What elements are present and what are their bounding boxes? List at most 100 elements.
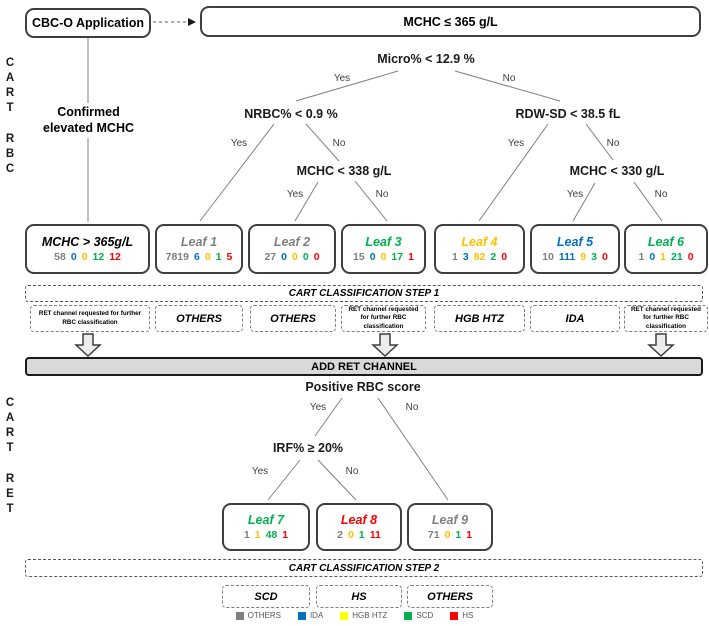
- side-label-cart-ret-cart: CART: [4, 397, 16, 457]
- leaf-title: Leaf 4: [461, 235, 498, 249]
- leaf-value-hgb_htz: 0: [444, 528, 451, 541]
- leaf-value-scd: 3: [591, 250, 597, 263]
- step1-label-2: OTHERS: [155, 305, 243, 332]
- legend-item: IDA: [297, 611, 323, 620]
- side-label-cart-rbc-rbc: RBC: [4, 133, 16, 178]
- legend-label: HGB HTZ: [352, 611, 388, 620]
- edge-label-positive-no: No: [405, 402, 419, 413]
- leaf-value-others: 10: [542, 250, 554, 263]
- dashed-arrow: [153, 18, 196, 26]
- legend-item: HGB HTZ: [340, 611, 387, 620]
- leaf-value-scd: 1: [358, 528, 365, 541]
- side-label-cart-ret-ret: RET: [4, 473, 16, 518]
- step2-label-hs: HS: [316, 585, 402, 608]
- leaf-title: Leaf 3: [365, 235, 402, 249]
- leaf-value-hgb_htz: 1: [254, 528, 261, 541]
- leaf-title: Leaf 5: [556, 235, 594, 249]
- leaf-value-hs: 1: [282, 528, 289, 541]
- legend-label: OTHERS: [247, 611, 281, 620]
- leaf-value-hs: 0: [313, 250, 320, 263]
- legend-swatch: [404, 611, 413, 620]
- leaf-value-ida: 111: [558, 250, 576, 263]
- legend-item: OTHERS: [235, 611, 281, 620]
- leaf-value-others: 15: [353, 250, 365, 263]
- leaf-value-others: 71: [427, 528, 440, 541]
- leaf-value-hgb_htz: 0: [380, 250, 387, 263]
- leaf-value-ida: 0: [281, 250, 287, 263]
- leaf-value-hs: 5: [226, 250, 233, 263]
- leaf-value-hs: 0: [687, 250, 694, 263]
- step1-label-7: RET channel requested for further RBC cl…: [624, 305, 708, 332]
- leaf-value-scd: 17: [391, 250, 404, 263]
- step2-label-scd: SCD: [222, 585, 310, 608]
- node-rdw-sd: RDW-SD < 38.5 fL: [515, 107, 621, 121]
- edge-label-nrbc-yes: Yes: [230, 138, 248, 149]
- step2-label-others: OTHERS: [407, 585, 493, 608]
- node-positive-rbc-score: Positive RBC score: [305, 380, 421, 394]
- add-ret-channel-bar: ADD RET CHANNEL: [25, 357, 703, 376]
- leaf-value-others: 7819: [165, 250, 189, 263]
- leaf-value-hgb_htz: 82: [473, 250, 486, 263]
- leaf-value-hs: 0: [601, 250, 608, 263]
- leaf-title: Leaf 1: [180, 235, 218, 249]
- leaf-title: MCHC > 365g/L: [41, 235, 134, 249]
- tree1-edges: [199, 70, 663, 222]
- leaf-value-ida: 3: [462, 250, 469, 263]
- leaf-value-scd: 48: [265, 528, 278, 541]
- edge-label-338-yes: Yes: [286, 189, 304, 200]
- leaf-value-hgb_htz: 0: [81, 250, 88, 263]
- leaf-value-scd: 1: [215, 250, 222, 263]
- leaf-value-others: 1: [638, 250, 645, 263]
- leaf-value-others: 1: [243, 528, 250, 541]
- leaf-value-ida: 6: [193, 250, 200, 263]
- leaf-value-ida: 0: [70, 250, 77, 263]
- leaf-value-scd: 1: [455, 528, 462, 541]
- leaf-value-scd: 12: [92, 250, 105, 263]
- edge-label-rdw-no: No: [606, 138, 620, 149]
- leaf-title: Leaf 9: [431, 513, 469, 527]
- step1-label-4: RET channel requested for further RBC cl…: [341, 305, 426, 332]
- leaf-value-hs: 0: [501, 250, 508, 263]
- leaf-value-ida: 0: [649, 250, 656, 263]
- step1-label-5: HGB HTZ: [434, 305, 525, 332]
- leaf-value-scd: 2: [490, 250, 497, 263]
- leaf-title: Leaf 7: [247, 513, 285, 527]
- confirmed-elevated-mchc-label: Confirmed elevated MCHC: [38, 105, 139, 137]
- legend-swatch: [297, 611, 306, 620]
- leaf-value-others: 1: [451, 250, 458, 263]
- leaf-value-others: 27: [264, 250, 277, 263]
- edge-label-irf-yes: Yes: [251, 466, 269, 477]
- edge-label-338-no: No: [375, 189, 389, 200]
- leaf-value-hgb_htz: 1: [660, 250, 666, 263]
- leaf-value-hs: 1: [466, 528, 473, 541]
- mchc-root-box: MCHC ≤ 365 g/L: [200, 6, 701, 37]
- node-mchc-338: MCHC < 338 g/L: [296, 164, 392, 178]
- edge-label-rdw-yes: Yes: [507, 138, 525, 149]
- edge-label-positive-yes: Yes: [309, 402, 327, 413]
- edge-label-micro-yes: Yes: [333, 73, 351, 84]
- side-label-cart-rbc-cart: CART: [4, 57, 16, 117]
- legend-item: HS: [450, 611, 473, 620]
- leaf-value-hgb_htz: 0: [292, 250, 298, 263]
- cart-classification-step1-band: CART CLASSIFICATION STEP 1: [25, 285, 703, 302]
- node-mchc-330: MCHC < 330 g/L: [569, 164, 665, 178]
- down-block-arrows: [74, 333, 675, 358]
- legend-label: HS: [462, 611, 474, 620]
- edge-label-nrbc-no: No: [332, 138, 346, 149]
